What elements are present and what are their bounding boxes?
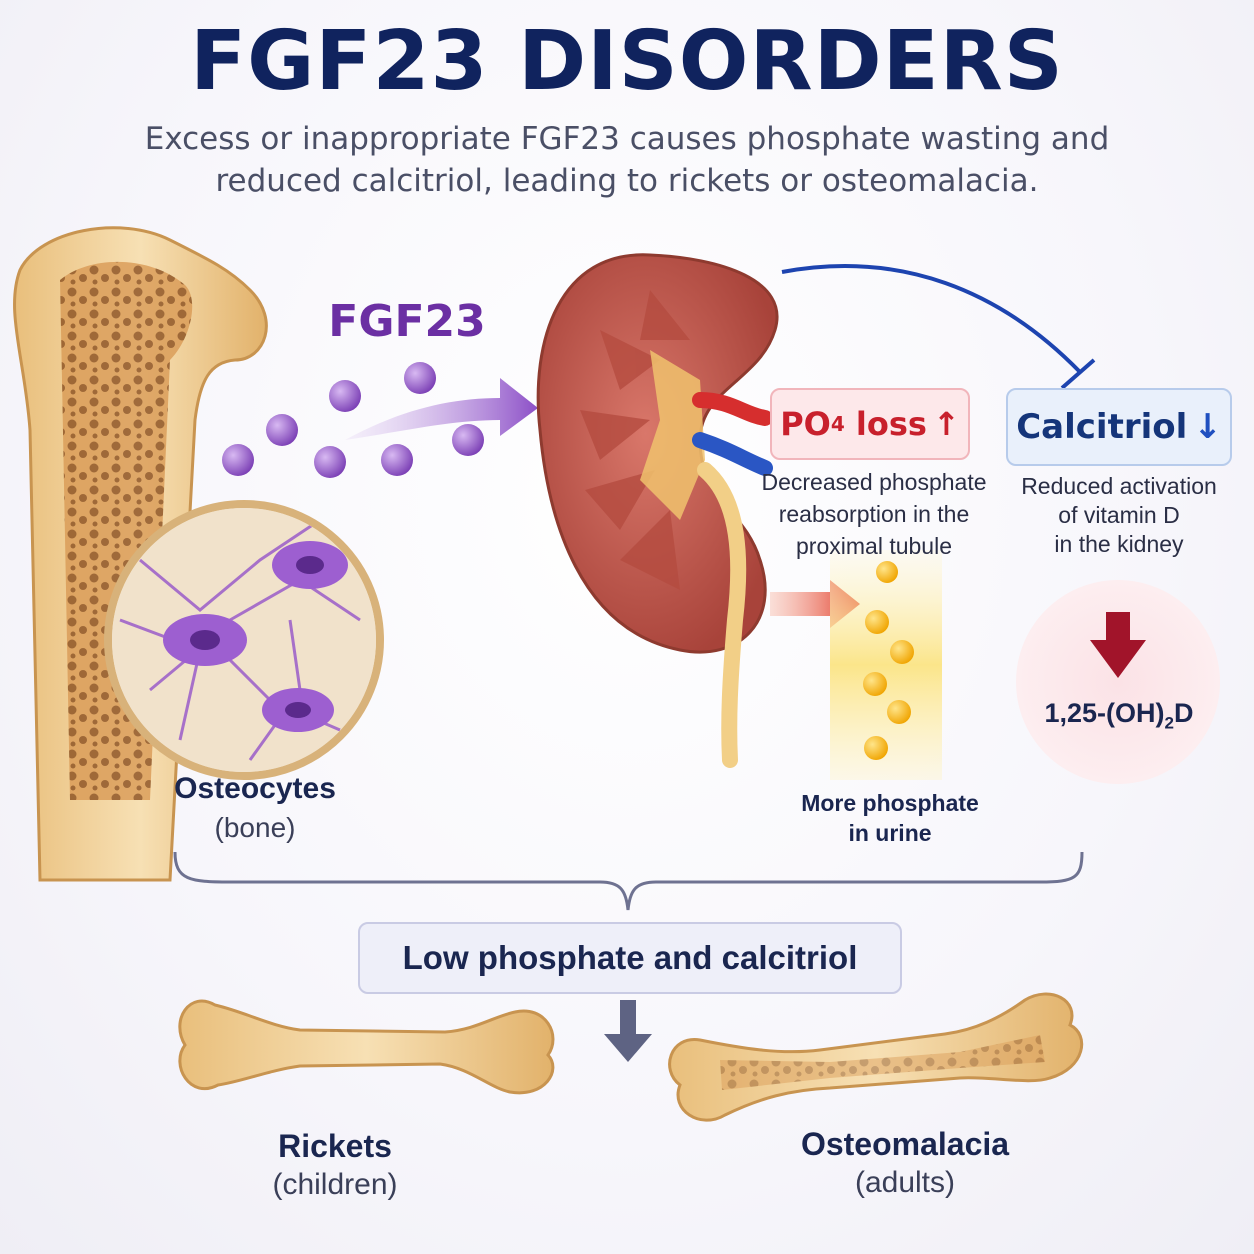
page-title: FGF23 DISORDERS xyxy=(190,14,1064,109)
urine-line: More phosphate xyxy=(801,790,979,816)
inhibition-bar xyxy=(1060,358,1096,390)
osteocytes-location: (bone) xyxy=(214,812,296,843)
up-arrow-icon: ↑ xyxy=(932,405,960,443)
vitd-post: D xyxy=(1174,698,1194,728)
vitd-label: 1,25-(OH)2D xyxy=(1030,698,1208,733)
kidney-illustration xyxy=(536,253,779,768)
osteomalacia-label: Osteomalacia xyxy=(800,1126,1010,1162)
calcitriol-text: Calcitriol xyxy=(1016,407,1188,447)
po4-text: PO xyxy=(780,405,831,443)
rickets-group: (children) xyxy=(272,1168,398,1201)
summary-text: Low phosphate and calcitriol xyxy=(402,939,858,976)
fgf23-arrow xyxy=(345,378,538,440)
osteocytes-label: Osteocytes xyxy=(174,772,336,805)
page-subtitle: Excess or inappropriate FGF23 causes pho… xyxy=(144,121,1110,199)
osteomalacia-group: (adults) xyxy=(854,1166,956,1199)
calcitriol-desc-line: of vitamin D xyxy=(1058,502,1180,528)
urine-label: More phosphate in urine xyxy=(788,788,992,848)
vitd-sub: 2 xyxy=(1164,713,1174,733)
outcome-arrow xyxy=(604,1000,652,1062)
osteomalacia-bone xyxy=(668,992,1084,1122)
urine-line: in urine xyxy=(848,820,932,846)
calcitriol-box: Calcitriol ↓ xyxy=(1006,388,1232,466)
rickets-bone xyxy=(178,999,555,1095)
vitd-down-arrow xyxy=(1090,612,1146,678)
summary-box: Low phosphate and calcitriol xyxy=(358,922,902,994)
down-arrow-icon: ↓ xyxy=(1193,407,1222,447)
inhibition-line xyxy=(781,264,1082,374)
vitd-circle xyxy=(1016,580,1220,784)
po4-description: Decreased phosphate reabsorption in the … xyxy=(760,466,988,562)
urine-phosphate-dots xyxy=(863,561,914,760)
po4-subscript: 4 xyxy=(830,412,845,436)
po4-suffix: loss xyxy=(844,405,927,443)
summary-brace xyxy=(173,851,1084,911)
osteocyte-lens xyxy=(104,500,384,780)
po4-desc-line: reabsorption in the xyxy=(778,501,970,527)
calcitriol-desc-line: in the kidney xyxy=(1054,531,1184,557)
vitd-pre: 1,25-(OH) xyxy=(1044,698,1165,728)
calcitriol-description: Reduced activation of vitamin D in the k… xyxy=(1006,472,1232,559)
fgf23-molecules xyxy=(222,362,484,478)
rickets-label: Rickets xyxy=(278,1128,392,1164)
calcitriol-desc-line: Reduced activation xyxy=(1021,473,1217,499)
fgf23-label: FGF23 xyxy=(328,296,486,347)
po4-desc-line: proximal tubule xyxy=(796,533,952,559)
po4-desc-line: Decreased phosphate xyxy=(761,469,987,495)
